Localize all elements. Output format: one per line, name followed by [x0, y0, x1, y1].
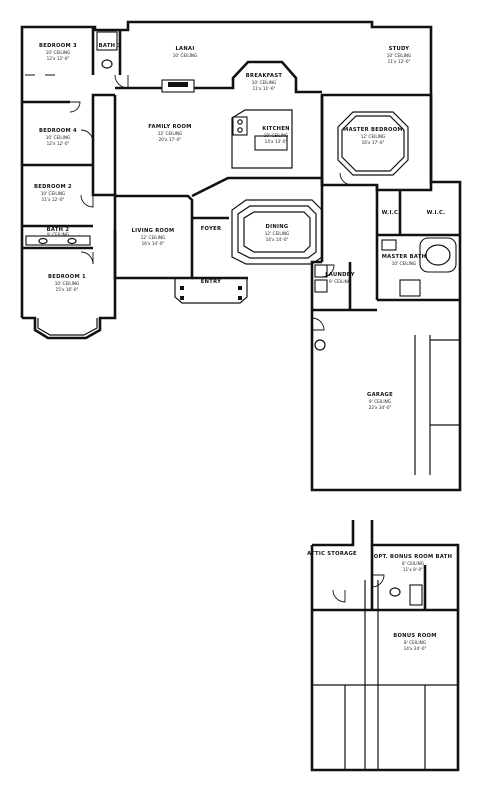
doors — [25, 74, 385, 603]
svg-text:10' CEILING: 10' CEILING — [264, 133, 289, 138]
svg-text:BATH 2: BATH 2 — [47, 227, 70, 233]
svg-text:MASTER BATH: MASTER BATH — [382, 254, 427, 260]
range — [232, 116, 248, 136]
svg-text:OPT. BONUS ROOM BATH: OPT. BONUS ROOM BATH — [374, 554, 452, 560]
svg-text:MASTER BEDROOM: MASTER BEDROOM — [343, 127, 403, 133]
svg-text:12' CEILING: 12' CEILING — [158, 131, 183, 136]
svg-text:15'x 16'-0": 15'x 16'-0" — [56, 287, 79, 292]
svg-text:BATH 3: BATH 3 — [99, 43, 122, 49]
room-bedroom4: BEDROOM 4 10' CEILING 12'x 12'-0" — [39, 128, 77, 146]
bonus-bath-fixtures — [389, 584, 423, 606]
svg-text:10' CEILING: 10' CEILING — [41, 191, 66, 196]
room-study: STUDY 10' CEILING 11'x 12'-0" — [387, 46, 412, 64]
room-bonus: BONUS ROOM 8' CEILING 14'x 24'-0" — [393, 633, 436, 651]
svg-text:14'x 13'-0": 14'x 13'-0" — [265, 139, 288, 144]
bath3-fixtures — [96, 31, 118, 69]
svg-text:DINING: DINING — [266, 224, 289, 230]
bedroom1-bay-window — [37, 318, 98, 336]
svg-text:10' CEILING: 10' CEILING — [252, 80, 277, 85]
svg-text:16'x 14'-0": 16'x 14'-0" — [142, 241, 165, 246]
room-master-bedroom: MASTER BEDROOM 12' CEILING 16'x 17'-0" — [343, 127, 403, 145]
svg-text:8' CEILING: 8' CEILING — [402, 561, 424, 566]
svg-text:20'x 17'-0": 20'x 17'-0" — [159, 137, 182, 142]
dining-ceiling-octagon — [231, 199, 323, 265]
room-entry: ENTRY — [201, 279, 221, 285]
room-garage: GARAGE 9' CEILING 22'x 34'-0" — [367, 392, 393, 410]
room-breakfast: BREAKFAST 10' CEILING 11'x 11'-6" — [246, 73, 283, 91]
svg-text:W.I.C.: W.I.C. — [382, 210, 401, 216]
room-kitchen: KITCHEN 10' CEILING 14'x 13'-0" — [262, 126, 290, 144]
svg-text:14'x 14'-0": 14'x 14'-0" — [266, 237, 289, 242]
svg-text:W.I.C.: W.I.C. — [427, 210, 446, 216]
svg-text:STUDY: STUDY — [389, 46, 410, 52]
svg-text:LAUNDRY: LAUNDRY — [325, 272, 355, 278]
room-lanai: LANAI 10' CEILING — [173, 46, 198, 58]
fireplace — [161, 79, 195, 93]
svg-text:12' CEILING: 12' CEILING — [265, 231, 290, 236]
svg-text:14'x 24'-0": 14'x 24'-0" — [404, 646, 427, 651]
svg-text:12' CEILING: 12' CEILING — [141, 235, 166, 240]
svg-text:12'x 12'-0": 12'x 12'-0" — [47, 56, 70, 61]
svg-text:16'x 17'-0": 16'x 17'-0" — [362, 140, 385, 145]
room-bedroom2: BEDROOM 2 10' CEILING 11'x 12'-0" — [34, 184, 72, 202]
svg-text:12'x 12'-0": 12'x 12'-0" — [47, 141, 70, 146]
svg-text:BONUS ROOM: BONUS ROOM — [393, 633, 436, 639]
room-bath3: BATH 3 — [99, 43, 122, 49]
svg-text:10' CEILING: 10' CEILING — [173, 53, 198, 58]
svg-text:ENTRY: ENTRY — [201, 279, 221, 285]
room-living: LIVING ROOM 12' CEILING 16'x 14'-0" — [132, 228, 175, 246]
svg-text:FOYER: FOYER — [201, 226, 222, 232]
svg-text:9' CEILING: 9' CEILING — [329, 279, 351, 284]
svg-text:9' CEILING: 9' CEILING — [369, 399, 391, 404]
room-laundry: LAUNDRY 9' CEILING — [325, 272, 355, 284]
svg-text:BEDROOM 3: BEDROOM 3 — [39, 43, 77, 49]
bath2-fixtures — [25, 235, 91, 246]
room-family: FAMILY ROOM 12' CEILING 20'x 17'-0" — [148, 124, 191, 142]
svg-text:8' CEILING: 8' CEILING — [404, 640, 426, 645]
svg-text:10' CEILING: 10' CEILING — [46, 135, 71, 140]
svg-text:11'x 12'-0": 11'x 12'-0" — [42, 197, 65, 202]
room-master-bath: MASTER BATH 10' CEILING — [382, 254, 427, 266]
room-attic-storage: ATTIC STORAGE — [307, 551, 357, 557]
svg-text:22'x 34'-0": 22'x 34'-0" — [369, 405, 392, 410]
room-dining: DINING 12' CEILING 14'x 14'-0" — [265, 224, 290, 242]
room-wic2: W.I.C. — [427, 210, 446, 216]
svg-text:LANAI: LANAI — [175, 46, 194, 52]
room-wic1: W.I.C. — [382, 210, 401, 216]
svg-text:9' CEILING: 9' CEILING — [47, 232, 69, 237]
svg-text:11'x 11'-6": 11'x 11'-6" — [253, 86, 276, 91]
svg-text:12' CEILING: 12' CEILING — [361, 134, 386, 139]
svg-text:KITCHEN: KITCHEN — [262, 126, 290, 132]
room-foyer: FOYER — [201, 226, 222, 232]
svg-text:BREAKFAST: BREAKFAST — [246, 73, 283, 79]
svg-text:10' CEILING: 10' CEILING — [55, 281, 80, 286]
svg-text:BEDROOM 2: BEDROOM 2 — [34, 184, 72, 190]
master-ceiling-octagon — [337, 111, 409, 176]
svg-text:LIVING ROOM: LIVING ROOM — [132, 228, 175, 234]
svg-text:BEDROOM 1: BEDROOM 1 — [48, 274, 86, 280]
svg-text:GARAGE: GARAGE — [367, 392, 393, 398]
master-bath-fixtures — [381, 237, 457, 297]
svg-text:10' CEILING: 10' CEILING — [392, 261, 417, 266]
laundry-fixtures — [314, 264, 328, 351]
svg-text:FAMILY ROOM: FAMILY ROOM — [148, 124, 191, 130]
svg-text:ATTIC STORAGE: ATTIC STORAGE — [307, 551, 357, 557]
svg-text:10' CEILING: 10' CEILING — [387, 53, 412, 58]
room-bath2: BATH 2 9' CEILING — [47, 227, 70, 237]
kitchen-island — [231, 109, 293, 169]
bonus-floor-walls — [310, 520, 460, 772]
svg-text:BEDROOM 4: BEDROOM 4 — [39, 128, 77, 134]
svg-text:10' CEILING: 10' CEILING — [46, 50, 71, 55]
room-bedroom1: BEDROOM 1 10' CEILING 15'x 16'-0" — [48, 274, 86, 292]
room-bedroom3: BEDROOM 3 10' CEILING 12'x 12'-0" — [39, 43, 77, 61]
porch-columns — [180, 286, 242, 300]
room-bonus-bath: OPT. BONUS ROOM BATH 8' CEILING 11'x 8'-… — [374, 554, 452, 572]
svg-text:11'x 12'-0": 11'x 12'-0" — [388, 59, 411, 64]
svg-text:11'x 8'-0": 11'x 8'-0" — [403, 567, 423, 572]
